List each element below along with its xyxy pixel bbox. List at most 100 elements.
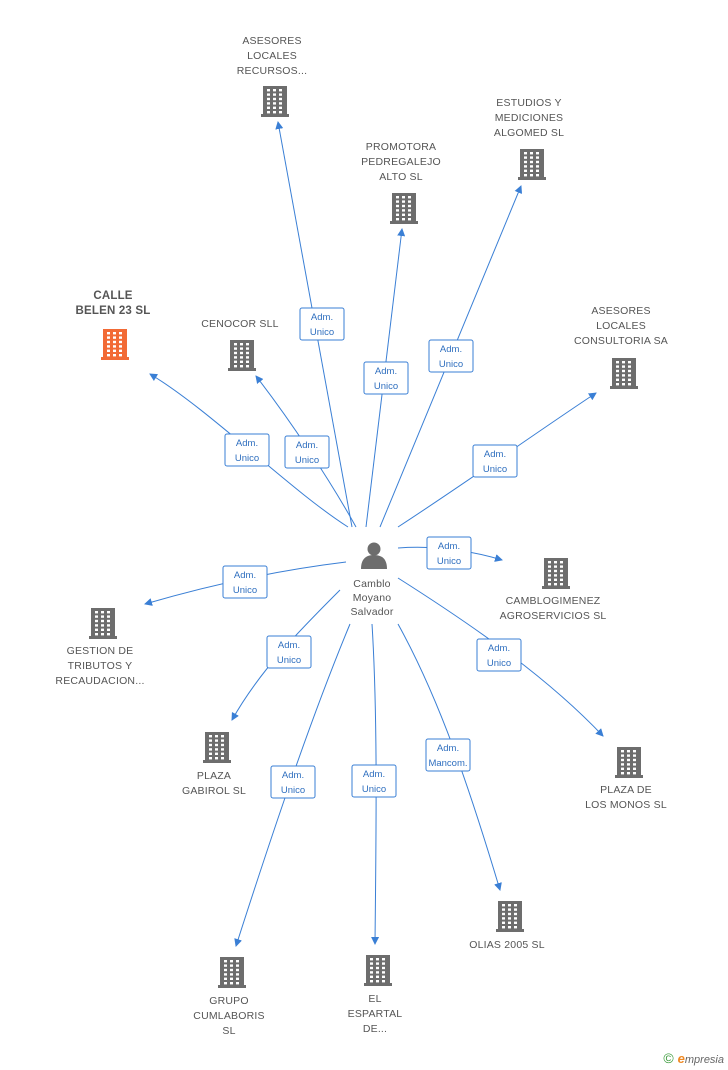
role-badge-plaza-gabirol[interactable]: Adm. Unico: [266, 635, 312, 669]
role-text: Adm.: [484, 449, 506, 460]
copyright-symbol: ©: [663, 1050, 674, 1066]
role-text: Adm.: [234, 570, 256, 581]
building-icon[interactable]: [610, 358, 638, 389]
role-text: Unico: [277, 655, 301, 666]
company-label: ASESORES: [242, 35, 301, 47]
role-text: Unico: [295, 455, 319, 466]
building-icon[interactable]: [228, 340, 256, 371]
company-label: ASESORES: [591, 305, 650, 317]
role-badge-olias[interactable]: Adm.Mancom.: [425, 738, 471, 772]
role-badge-calle-belen[interactable]: Adm. Unico: [224, 433, 270, 467]
role-text: Unico: [233, 585, 257, 596]
building-icon[interactable]: [542, 558, 570, 589]
company-label: ESPARTAL: [348, 1008, 403, 1020]
company-label: GESTION DE: [67, 645, 134, 657]
role-badge-cenocor[interactable]: Adm. Unico: [284, 435, 330, 469]
company-label: TRIBUTOS Y: [68, 660, 133, 672]
footer-brand[interactable]: © empresia: [663, 1050, 724, 1066]
company-node-cenocor[interactable]: CENOCOR SLL: [201, 318, 279, 371]
role-text: Adm.: [438, 541, 460, 552]
company-label: SL: [222, 1025, 235, 1037]
role-text: Unico: [362, 784, 386, 795]
company-label: RECAUDACION...: [55, 675, 144, 687]
company-label: BELEN 23 SL: [75, 305, 150, 317]
person-icon: [358, 538, 390, 572]
company-node-plaza-gabirol[interactable]: PLAZA GABIROL SL: [182, 732, 246, 797]
company-label: CAMBLOGIMENEZ: [506, 595, 601, 607]
company-label: DE...: [363, 1023, 387, 1035]
role-badge-asesores-locales-recursos[interactable]: Adm. Unico: [299, 307, 345, 341]
role-text: Adm.: [440, 344, 462, 355]
role-badge-promotora-pedregalejo[interactable]: Adm. Unico: [363, 361, 409, 395]
company-label: GRUPO: [209, 995, 249, 1007]
company-node-plaza-monos[interactable]: PLAZA DE LOS MONOS SL: [585, 747, 667, 811]
role-text: Unico: [487, 658, 511, 669]
company-label: PEDREGALEJO: [361, 156, 441, 168]
company-node-asesores-locales-recursos[interactable]: ASESORES LOCALES RECURSOS...: [237, 35, 307, 117]
company-node-olias[interactable]: OLIAS 2005 SL: [469, 901, 545, 951]
role-badge-grupo-cumlaboris[interactable]: Adm. Unico: [270, 765, 316, 799]
company-label: OLIAS 2005 SL: [469, 939, 545, 951]
company-label: LOCALES: [247, 50, 297, 62]
company-node-camblogimenez[interactable]: CAMBLOGIMENEZ AGROSERVICIOS SL: [500, 558, 607, 622]
role-badge-plaza-monos[interactable]: Adm. Unico: [476, 638, 522, 672]
role-text: Adm.: [375, 366, 397, 377]
building-icon[interactable]: [203, 732, 231, 763]
company-label: AGROSERVICIOS SL: [500, 610, 607, 622]
role-text: Unico: [374, 381, 398, 392]
role-text: Adm.: [278, 640, 300, 651]
company-label: RECURSOS...: [237, 65, 307, 77]
role-text: Adm.: [311, 312, 333, 323]
company-label: LOS MONOS SL: [585, 799, 667, 811]
building-icon[interactable]: [496, 901, 524, 932]
building-icon[interactable]: [390, 193, 418, 224]
role-badge-camblogimenez[interactable]: Adm. Unico: [426, 536, 472, 570]
company-node-gestion-tributos[interactable]: GESTION DE TRIBUTOS Y RECAUDACION...: [55, 608, 144, 687]
company-label: PLAZA DE: [600, 784, 652, 796]
person-label: Moyano: [353, 592, 392, 604]
role-text: Unico: [310, 327, 334, 338]
building-icon[interactable]: [218, 957, 246, 988]
role-text: Adm.: [296, 440, 318, 451]
role-text: Adm.: [488, 643, 510, 654]
building-icon[interactable]: [615, 747, 643, 778]
company-label: PLAZA: [197, 770, 231, 782]
role-badge-asesores-locales-consultoria[interactable]: Adm. Unico: [472, 444, 518, 478]
building-icon[interactable]: [101, 329, 129, 360]
role-text: Unico: [437, 556, 461, 567]
brand-name: mpresia: [684, 1053, 724, 1066]
building-icon[interactable]: [518, 149, 546, 180]
role-text: Unico: [439, 359, 463, 370]
company-label: GABIROL SL: [182, 785, 246, 797]
building-icon[interactable]: [364, 955, 392, 986]
building-icon[interactable]: [89, 608, 117, 639]
person-label: Salvador: [350, 606, 393, 618]
company-label: LOCALES: [596, 320, 646, 332]
brand-logo: empresia: [678, 1051, 724, 1066]
role-text: Unico: [281, 785, 305, 796]
company-label: CENOCOR SLL: [201, 318, 278, 330]
role-text: Unico: [483, 464, 507, 475]
role-badge-el-espartal[interactable]: Adm. Unico: [351, 764, 397, 798]
role-badge-estudios-mediciones[interactable]: Adm. Unico: [428, 339, 474, 373]
role-text: Adm.: [282, 770, 304, 781]
role-text: Adm.: [236, 438, 258, 449]
person-label: Camblo: [353, 578, 390, 590]
role-text: Adm.: [437, 743, 459, 754]
role-badge-gestion-tributos[interactable]: Adm. Unico: [222, 565, 268, 599]
company-node-el-espartal[interactable]: ELESPARTALDE...: [348, 955, 403, 1035]
role-text: Adm.: [363, 769, 385, 780]
company-label: ALTO SL: [379, 171, 423, 183]
building-icon[interactable]: [261, 86, 289, 117]
role-text: Unico: [235, 453, 259, 464]
company-label: ESTUDIOS Y: [496, 97, 561, 109]
brand-initial: e: [677, 1050, 685, 1066]
company-label: MEDICIONES: [495, 112, 564, 124]
